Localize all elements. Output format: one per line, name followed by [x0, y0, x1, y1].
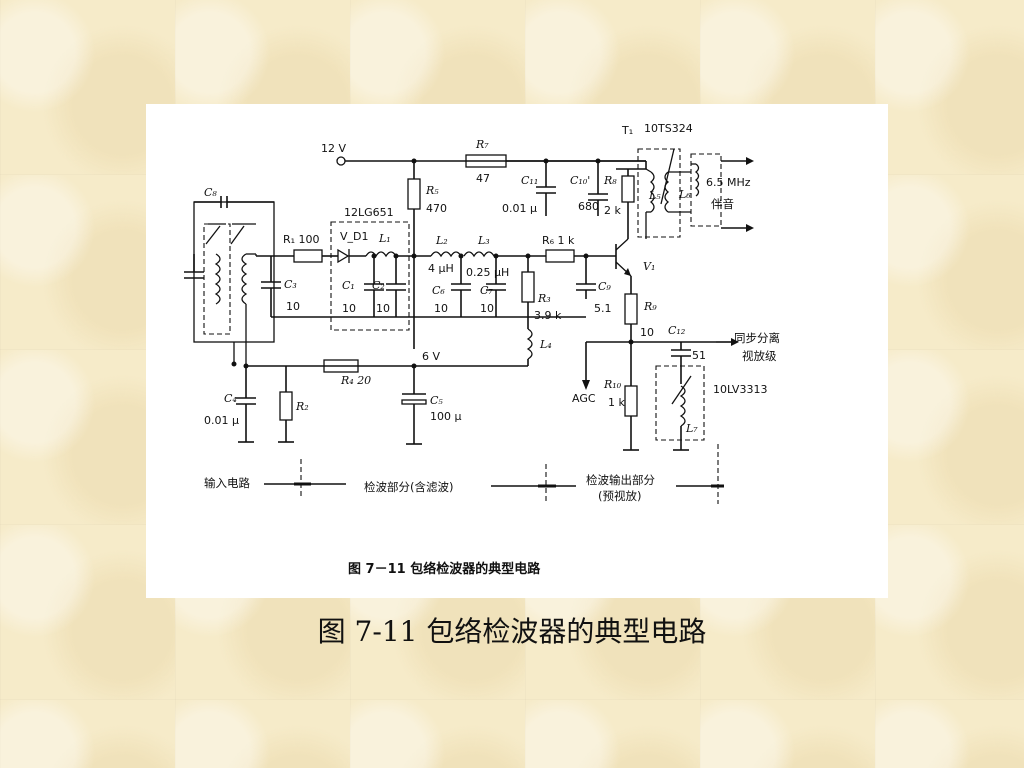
l3-label: L₃: [477, 234, 490, 247]
capacitor-c5: [401, 366, 427, 445]
r8-label: R₈: [603, 174, 617, 187]
r8-value: 2 k: [604, 204, 621, 217]
r6-label: R₆ 1 k: [542, 234, 575, 247]
ic-12lg651-outline: [330, 221, 410, 331]
supply-rail: [336, 154, 646, 168]
l2-label: L₂: [435, 234, 448, 247]
ic-label: 12LG651: [344, 206, 394, 219]
section-output-label-1: 检波输出部分: [586, 473, 655, 487]
r10-value: 1 k: [608, 396, 625, 409]
section-divider: [264, 444, 724, 504]
circuit-schematic: 12 V R₇ 47 C₁₁ 0.01 μ C₁₀' 680 R₈ 2 k: [184, 122, 780, 577]
supply-voltage-label: 12 V: [321, 142, 346, 155]
c3-value: 10: [286, 300, 300, 313]
section-detect-label: 检波部分(含滤波): [364, 480, 453, 494]
r5-value: 470: [426, 202, 447, 215]
l3-value: 0.25 μH: [466, 266, 509, 279]
l2-value: 4 μH: [428, 262, 454, 275]
r10-label: R₁₀: [603, 378, 622, 391]
c4-label: C₄: [224, 392, 237, 405]
section-output-label-2: (预视放): [598, 489, 641, 503]
r9-value: 10: [640, 326, 654, 339]
l4-label: L₄: [539, 338, 552, 351]
t1-part-label: 10TS324: [644, 122, 693, 135]
figure-caption: 图 7－11 包络检波器的典型电路: [348, 561, 541, 577]
c10-label: C₁₀': [570, 174, 590, 187]
input-transformer: [184, 196, 275, 369]
t1-label: T₁: [621, 124, 633, 137]
c3-label: C₃: [284, 278, 297, 291]
vd1-label: V_D1: [340, 230, 369, 243]
signal-path: [256, 248, 616, 264]
c12-label: C₁₂: [668, 324, 685, 337]
c1-value: 10: [342, 302, 356, 315]
section-input-label: 输入电路: [204, 476, 250, 490]
capacitor-c12: [671, 342, 691, 366]
c2-value: 10: [376, 302, 390, 315]
capacitor-c11: [536, 161, 556, 216]
c2-label: C₂: [372, 279, 385, 292]
resistor-r8: [616, 161, 647, 239]
r5-label: R₅: [425, 184, 439, 197]
resistor-r3: [246, 256, 535, 367]
r3-label: R₃: [537, 292, 551, 305]
r7-value: 47: [476, 172, 490, 185]
circuit-figure: 12 V R₇ 47 C₁₁ 0.01 μ C₁₀' 680 R₈ 2 k: [146, 104, 888, 598]
node-6v-label: 6 V: [422, 350, 440, 363]
l1-label: L₁: [378, 232, 391, 245]
r7-label: R₇: [475, 138, 489, 151]
c12-value: 51: [692, 349, 706, 362]
r3-value: 3.9 k: [534, 309, 562, 322]
coil-l7: [655, 365, 705, 451]
sync-output-label-2: 视放级: [742, 349, 777, 363]
c1-label: C₁: [342, 279, 355, 292]
capacitor-c10: [588, 161, 608, 216]
c5-value: 100 μ: [430, 410, 462, 423]
resistor-r10: [623, 342, 639, 451]
resistor-r5: [407, 161, 421, 349]
sync-output-label-1: 同步分离: [734, 331, 780, 345]
r2-label: R₂: [295, 400, 309, 413]
transistor-v1: [615, 238, 632, 294]
l6-label: L₆: [678, 188, 691, 201]
v1-label: V₁: [643, 260, 655, 273]
resistor-r2: [278, 366, 294, 443]
c4-value: 0.01 μ: [204, 414, 239, 427]
c10-value: 680: [578, 200, 599, 213]
resistor-r9: [624, 293, 638, 345]
l7-label: L₇: [685, 422, 698, 435]
sound-output-freq: 6.5 MHz: [706, 176, 751, 189]
c11-label: C₁₁: [521, 174, 538, 187]
c9-value: 5.1: [594, 302, 612, 315]
coil-part-label: 10LV3313: [713, 383, 767, 396]
capacitor-c2: [386, 256, 406, 317]
capacitor-c1: [364, 256, 384, 317]
r1-label: R₁ 100: [283, 233, 320, 246]
capacitor-c4: [236, 366, 256, 443]
c11-value: 0.01 μ: [502, 202, 537, 215]
c8-label: C₈: [204, 186, 217, 199]
capacitor-c3: [261, 256, 281, 317]
slide-caption: 图 7-11 包络检波器的典型电路: [317, 615, 707, 648]
c6-value: 10: [434, 302, 448, 315]
capacitor-c9: [576, 256, 596, 299]
c9-label: C₉: [598, 280, 611, 293]
transformer-t1: [637, 148, 754, 239]
r4-label: R₄ 20: [340, 374, 371, 387]
c6-label: C₆: [432, 284, 445, 297]
l5-label: L₅: [648, 189, 661, 202]
agc-output: [582, 341, 716, 390]
c7-label: C₇: [480, 284, 493, 297]
sync-output: [716, 338, 739, 346]
sound-output-label: 伴音: [711, 197, 734, 211]
capacitor-c7: [486, 256, 506, 317]
capacitor-c6: [451, 256, 471, 317]
c7-value: 10: [480, 302, 494, 315]
c5-label: C₅: [430, 394, 443, 407]
agc-label: AGC: [572, 392, 596, 405]
r9-label: R₉: [643, 300, 657, 313]
